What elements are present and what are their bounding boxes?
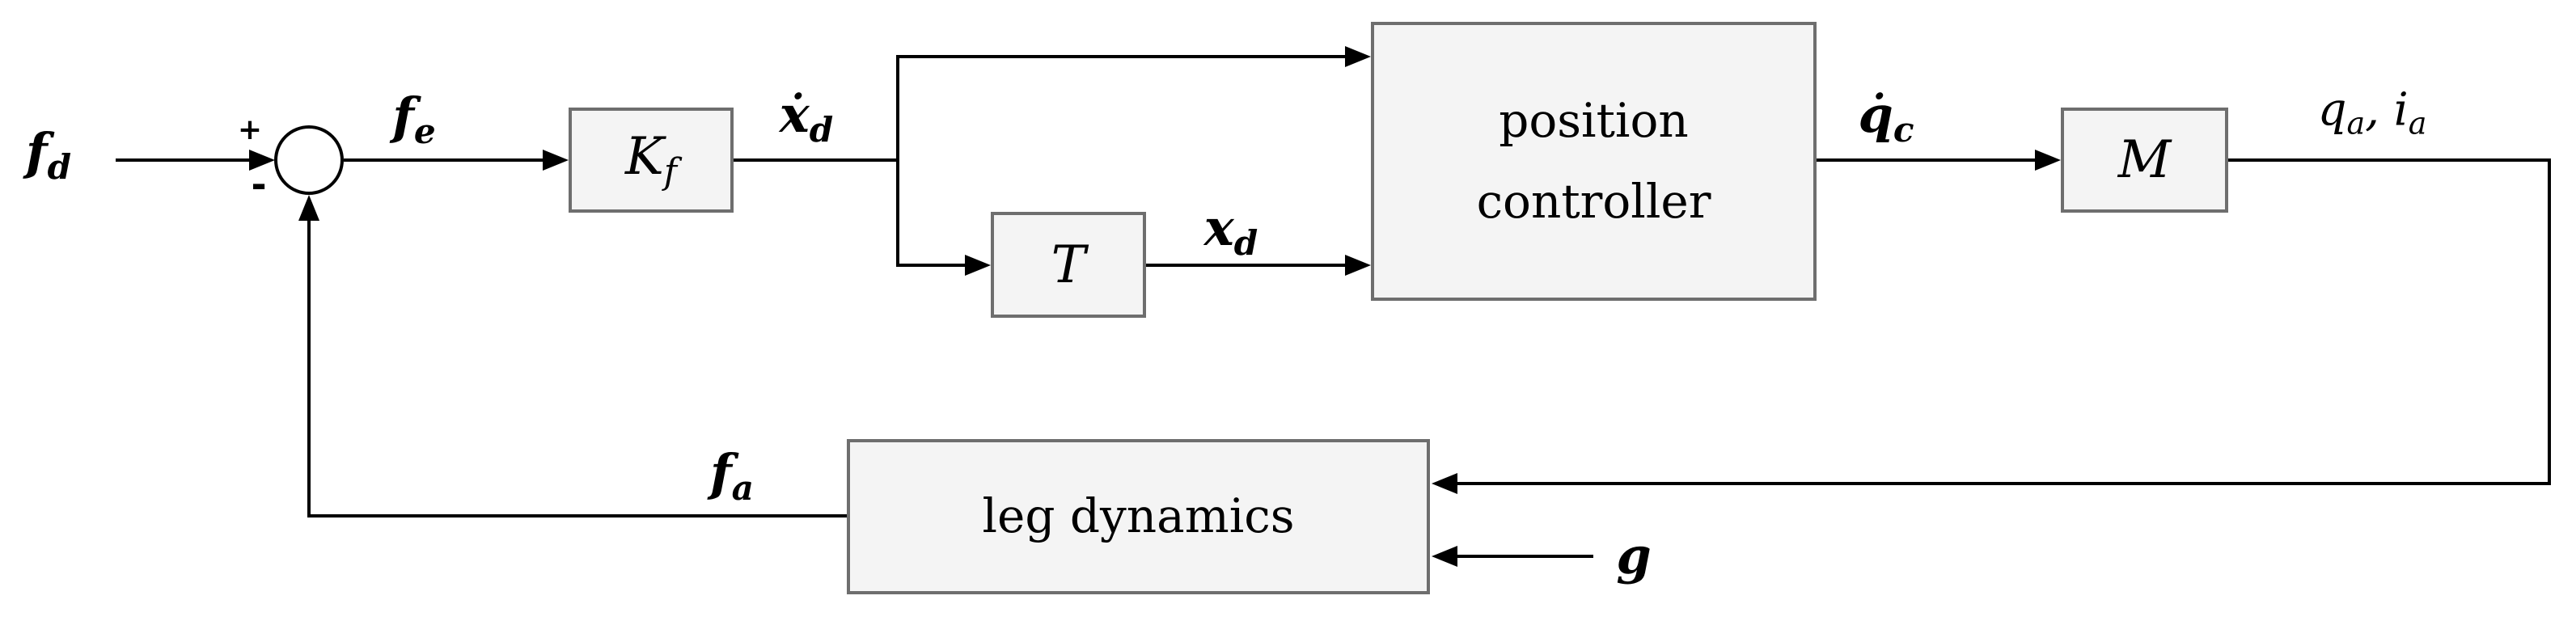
g-signal-label: g [1616,526,1652,585]
position-controller-label: position controller [1476,92,1711,229]
fd-signal-label: fd [25,122,72,187]
fd-wire [116,158,252,162]
right-feedback-vertical-wire [2548,158,2551,485]
g-wire [1456,555,1593,558]
leg-dynamics-block: leg dynamics [847,439,1430,594]
fe-signal-label: fe [392,87,436,151]
xd-wire [1146,264,1348,267]
summing-junction [274,125,344,195]
right-feedback-horizontal-wire [1456,482,2551,485]
left-feedback-vertical-wire [307,217,311,518]
kf-gain-block: Kf [569,108,734,213]
fe-arrowhead-icon [543,150,569,171]
xdot-d-wire [734,158,899,162]
fa-wire [309,514,847,518]
qa-ia-signal-label: qa, ia [2317,83,2427,142]
branch-vertical-wire [896,55,899,267]
position-controller-block: position controller [1371,22,1817,301]
g-arrowhead-icon [1432,546,1457,567]
xd-arrowhead-icon [1345,255,1371,276]
plus-sign: + [237,113,263,146]
fa-signal-label: fa [710,443,754,508]
m-input-arrowhead-icon [2035,150,2061,171]
fd-arrowhead-icon [249,150,275,171]
t-input-arrowhead-icon [965,255,991,276]
fe-wire [344,158,546,162]
motor-block: M [2061,108,2228,213]
t-integrator-block: T [991,212,1146,318]
xd-signal-label: xd [1203,198,1258,263]
junction-feedback-arrowhead-icon [298,195,319,221]
qdot-c-wire [1817,158,2038,162]
upper-branch-wire [896,55,1348,58]
m-block-label: M [2117,130,2172,190]
lower-branch-wire [896,264,968,267]
leg-dynamics-label: leg dynamics [982,488,1295,544]
t-block-label: T [1051,234,1086,295]
qdot-c-signal-label: q̇c [1858,85,1914,150]
qa-ia-wire [2228,158,2551,162]
xdot-d-signal-label: ẋd [779,85,834,150]
leg-dynamics-input-arrowhead-icon [1432,473,1457,494]
upper-branch-arrowhead-icon [1345,46,1371,67]
kf-block-label: Kf [625,127,677,193]
minus-sign: - [251,163,267,206]
